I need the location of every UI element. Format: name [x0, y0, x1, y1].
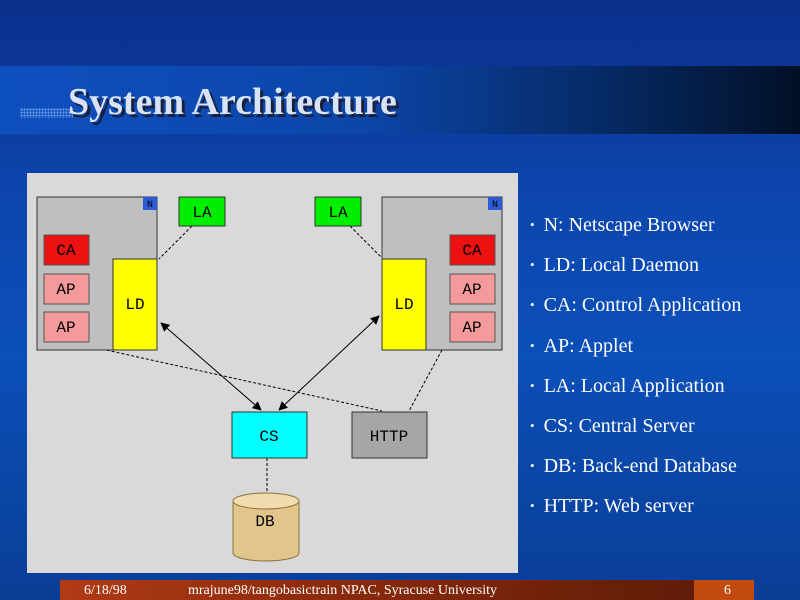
ld-box-right — [381, 258, 427, 351]
n-badge-left — [143, 197, 157, 210]
legend-item: • N: Netscape Browser — [530, 208, 741, 248]
legend-item-text: CS: Central Server — [543, 414, 695, 437]
ap1-box-left — [43, 273, 90, 305]
ap1-box-left-label: AP — [56, 281, 75, 299]
legend-item-text: HTTP: Web server — [543, 495, 694, 518]
footer-date: 6/18/98 — [84, 583, 127, 598]
connector-la-left-ld — [158, 225, 193, 260]
http-box-label: HTTP — [370, 428, 408, 446]
title-decoration — [20, 108, 75, 118]
footer-page-box — [694, 580, 754, 600]
la-box-right-label: LA — [328, 204, 348, 222]
db-label: DB — [255, 513, 274, 531]
ld-box-right-label: LD — [394, 296, 413, 314]
legend-item-text: N: Netscape Browser — [543, 214, 715, 236]
slide-title: System Architecture — [68, 81, 397, 123]
ld-box-left-label: LD — [125, 296, 144, 314]
arrow-ld-left-cs — [160, 322, 262, 411]
db-cylinder — [232, 492, 300, 562]
legend-item-text: LD: Local Daemon — [543, 254, 700, 277]
bullet-icon: • — [530, 297, 535, 313]
legend-item-text: LA: Local Application — [543, 374, 725, 397]
legend-item: • CS: Central Server — [530, 409, 741, 449]
diagram-canvas: N CA AP AP LD LA LA N LD CA AP AP CS HTT… — [36, 196, 503, 562]
bullet-icon: • — [530, 257, 535, 273]
ca-box-right — [449, 234, 496, 266]
ca-box-right-label: CA — [462, 242, 482, 260]
ca-box-left — [43, 234, 90, 266]
bullet-icon: • — [530, 498, 535, 514]
footer-source: mrajune98/tangobasictrain NPAC, Syracuse… — [188, 583, 497, 598]
legend-item: • LD: Local Daemon — [530, 248, 741, 288]
ap2-box-right — [449, 311, 496, 343]
connector-ld-right-http — [408, 349, 443, 412]
n-badge-left-label: N — [147, 200, 153, 211]
legend-item: • AP: Applet — [530, 329, 741, 369]
footer-bar — [60, 580, 754, 600]
legend-item: • LA: Local Application — [530, 369, 741, 409]
bullet-icon: • — [530, 337, 535, 353]
architecture-diagram: N CA AP AP LD LA LA N LD CA AP AP CS HTT… — [27, 173, 518, 573]
n-badge-right — [488, 197, 502, 210]
legend-item: • DB: Back-end Database — [530, 449, 741, 489]
arrow-ld-right-cs — [278, 315, 380, 411]
bullet-icon: • — [530, 417, 535, 433]
cs-box — [231, 411, 308, 459]
title-band — [0, 66, 800, 134]
bullet-icon: • — [530, 377, 535, 393]
legend-list: • N: Netscape Browser • LD: Local Daemon •… — [530, 208, 741, 530]
la-box-left-label: LA — [192, 204, 212, 222]
ld-box-left — [112, 258, 158, 351]
ap2-box-left-label: AP — [56, 319, 75, 337]
ca-box-left-label: CA — [56, 242, 76, 260]
connector-ld-left-http — [96, 347, 383, 412]
la-box-left — [178, 196, 226, 227]
legend-item-text: CA: Control Application — [543, 294, 742, 317]
cs-box-label: CS — [259, 428, 278, 446]
bullet-icon: • — [530, 458, 535, 474]
ap1-box-right-label: AP — [462, 281, 481, 299]
ap2-box-left — [43, 311, 90, 343]
bullet-icon: • — [530, 217, 535, 232]
la-box-right — [314, 196, 362, 227]
legend-item-text: DB: Back-end Database — [543, 455, 737, 478]
n-badge-right-label: N — [492, 200, 498, 211]
ap1-box-right — [449, 273, 496, 305]
http-box — [351, 411, 428, 459]
legend-item: • CA: Control Application — [530, 288, 741, 328]
connector-la-right-ld — [349, 225, 384, 260]
ap2-box-right-label: AP — [462, 319, 481, 337]
legend-item-text: AP: Applet — [543, 334, 634, 357]
footer-page-number: 6 — [724, 583, 731, 598]
legend-item: • HTTP: Web server — [530, 489, 741, 529]
